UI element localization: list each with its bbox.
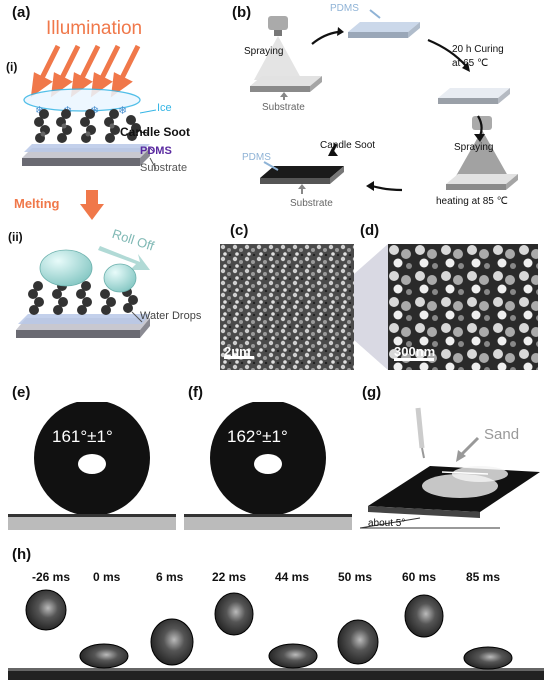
contact-angle-image-f	[184, 402, 352, 530]
droplet	[268, 643, 318, 669]
contact-angle-image-e	[8, 402, 176, 530]
sem-image-low-mag	[220, 244, 354, 370]
ice-label: Ice	[157, 102, 172, 114]
panel-b-process-diagram	[250, 9, 518, 194]
curing-label-2: at 65 ℃	[452, 58, 489, 69]
frame-time-label: -26 ms	[32, 570, 71, 584]
droplet	[214, 592, 254, 636]
panel-f-label: (f)	[188, 384, 203, 401]
illumination-label: Illumination	[46, 18, 143, 39]
pdms-label-a: PDMS	[140, 145, 172, 157]
water-drops-label: Water Drops	[140, 310, 202, 322]
panel-a-sub-i: (i)	[6, 60, 18, 74]
sand-test-image	[360, 407, 540, 529]
candle-soot-b-label: Candle Soot	[320, 140, 376, 151]
spraying-right-label: Spraying	[454, 142, 494, 153]
panel-c-label: (c)	[230, 222, 249, 239]
scale-bar-c: 2μm	[224, 344, 251, 359]
panel-a-label: (a)	[12, 4, 31, 21]
substrate-label-a: Substrate	[140, 162, 188, 174]
droplet	[79, 643, 129, 669]
panel-e-label: (e)	[12, 384, 31, 401]
droplet	[25, 589, 67, 631]
frame-time-label: 6 ms	[156, 570, 184, 584]
panel-a-sub-ii: (ii)	[8, 230, 23, 244]
frame-time-label: 85 ms	[466, 570, 501, 584]
zoom-connector	[354, 244, 388, 370]
panel-b-label: (b)	[232, 4, 252, 21]
spraying-left-label: Spraying	[244, 46, 284, 57]
pdms-bottom-label: PDMS	[242, 152, 271, 163]
substrate-bottom-label: Substrate	[290, 198, 333, 209]
sand-label: Sand	[484, 426, 520, 443]
frame-time-label: 50 ms	[338, 570, 373, 584]
svg-text:❄: ❄	[35, 105, 44, 117]
svg-text:❄: ❄	[118, 105, 127, 117]
tilt-angle-label: about 5°	[368, 518, 406, 529]
panel-a-schematic-i: ❄❄❄❄	[22, 44, 157, 170]
frame-time-label: 22 ms	[212, 570, 247, 584]
panel-h-label: (h)	[12, 546, 32, 563]
panel-a-schematic-ii	[16, 246, 150, 338]
light-arrows	[30, 44, 141, 98]
droplet	[150, 618, 194, 666]
panel-d-label: (d)	[360, 222, 380, 239]
panel-g-label: (g)	[362, 384, 382, 401]
frame-time-label: 44 ms	[275, 570, 310, 584]
scale-bar-d: 300nm	[394, 344, 436, 359]
svg-text:❄: ❄	[90, 105, 99, 117]
sem-image-high-mag	[388, 244, 538, 370]
heating-label: heating at 85 ℃	[436, 196, 508, 207]
droplet	[404, 594, 444, 638]
contact-angle-f: 162°±1°	[227, 427, 288, 446]
droplet	[337, 619, 379, 665]
substrate-left-label: Substrate	[262, 102, 305, 113]
contact-angle-e: 161°±1°	[52, 427, 113, 446]
droplet-bounce-sequence	[0, 586, 550, 685]
curing-label-1: 20 h Curing	[452, 44, 504, 55]
melting-arrow-icon	[80, 190, 104, 220]
candle-soot-label: Candle Soot	[120, 125, 191, 139]
pdms-top-label: PDMS	[330, 3, 359, 14]
droplet	[463, 646, 513, 670]
frame-time-label: 60 ms	[402, 570, 437, 584]
frame-time-label: 0 ms	[93, 570, 121, 584]
melting-label: Melting	[14, 196, 60, 211]
